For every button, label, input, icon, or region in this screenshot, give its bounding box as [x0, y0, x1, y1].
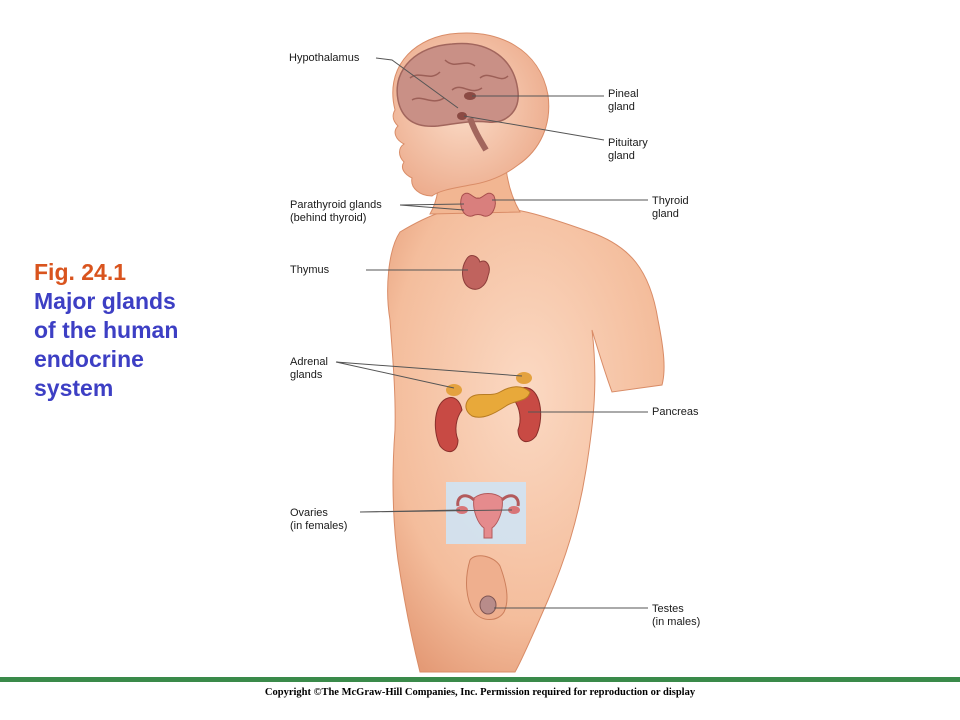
male-genitals [466, 555, 508, 620]
pineal-gland [464, 92, 476, 100]
brainstem [467, 117, 489, 152]
leader-pituitary [463, 115, 605, 141]
thyroid-gland [460, 192, 496, 217]
figure-number: Fig. 24.1 [34, 259, 127, 285]
label-hypothalamus: Hypothalamus [289, 52, 360, 64]
left-adrenal-gland [446, 384, 462, 396]
testis [479, 595, 497, 615]
left-kidney [434, 397, 463, 453]
thymus-gland [462, 255, 490, 290]
label-parathyroid-glands: Parathyroid glands (behind thyroid) [290, 199, 382, 224]
label-pituitary-gland: Pituitary gland [608, 137, 648, 162]
leader-adrenal [335, 361, 523, 389]
leader-ovaries [359, 509, 513, 513]
pituitary-gland [457, 112, 467, 120]
figure-caption: Fig. 24.1 Major glands of the human endo… [34, 258, 244, 403]
right-adrenal-gland [516, 372, 532, 384]
brain [396, 42, 519, 128]
figure-description: Major glands of the human endocrine syst… [34, 288, 179, 401]
leader-hypothalamus [375, 57, 459, 109]
label-ovaries: Ovaries (in females) [290, 507, 348, 532]
uterus [473, 493, 503, 539]
label-thymus: Thymus [290, 264, 330, 276]
brain-folds [409, 59, 509, 102]
label-adrenal-glands: Adrenal glands [290, 356, 328, 381]
leader-lines [335, 57, 648, 609]
label-pancreas: Pancreas [652, 406, 699, 418]
label-thyroid-gland: Thyroid gland [652, 195, 689, 220]
endocrine-figure [335, 32, 665, 673]
pancreas-organ [465, 386, 531, 418]
label-testes: Testes (in males) [652, 603, 701, 628]
left-ovary [456, 506, 468, 514]
label-pineal-gland: Pineal gland [608, 88, 639, 113]
copyright-notice: Copyright ©The McGraw-Hill Companies, In… [264, 687, 696, 698]
fallopian-tubes [456, 494, 520, 507]
leader-parathyroid [399, 203, 465, 211]
right-ovary [508, 506, 520, 514]
footer-rule [0, 677, 960, 682]
